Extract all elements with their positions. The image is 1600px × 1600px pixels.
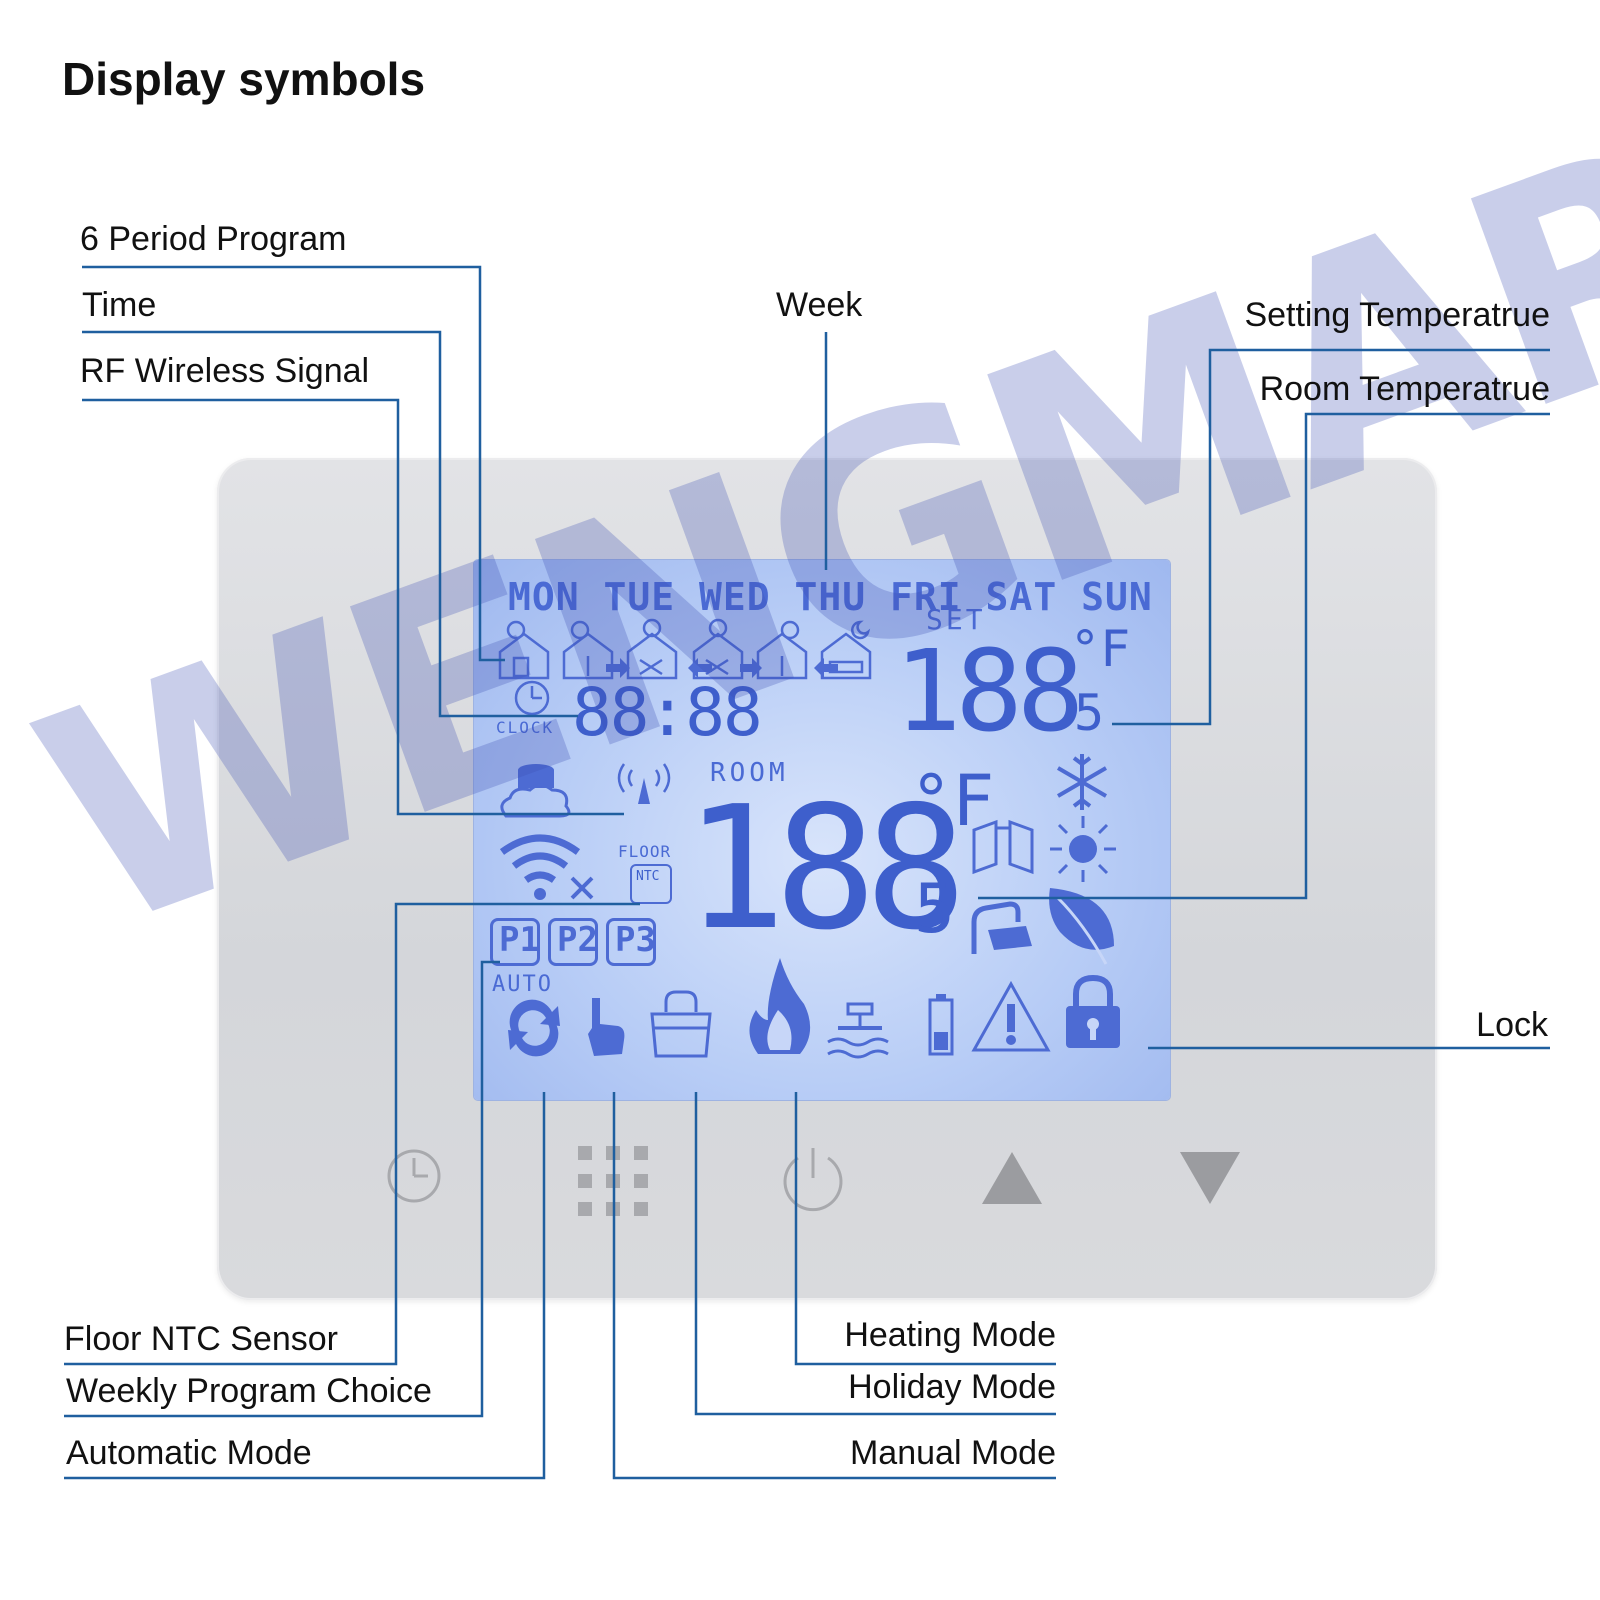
sun-icon (1050, 816, 1116, 882)
sun-house-icon-3 (626, 618, 678, 680)
leader-floor-ntc (64, 902, 640, 1366)
clock-value: 88:88 (572, 674, 763, 751)
set-label: SET (926, 603, 986, 636)
room-temperature-value: 188 (684, 770, 967, 968)
label-week: Week (776, 286, 863, 324)
sun-house-icon-1 (498, 620, 550, 680)
leader-six-period (82, 265, 505, 662)
leader-time (82, 330, 578, 718)
program-p3-label: P3 (615, 920, 656, 960)
leader-heating (794, 1092, 1056, 1366)
window-open-icon (972, 819, 1034, 875)
set-temperature-value: 188 (894, 627, 1084, 757)
door-card-icon (971, 901, 1032, 954)
clock-button-icon[interactable] (384, 1146, 444, 1206)
clock-icon (514, 680, 550, 716)
down-arrow-button-icon[interactable] (1178, 1150, 1242, 1206)
label-heating-mode: Heating Mode (844, 1316, 1056, 1354)
lcd-screen: MON TUE WED THU FRI SAT SUN SET 188 5 °F… (474, 560, 1170, 1100)
week-days: MON TUE WED THU FRI SAT SUN (508, 575, 1153, 619)
label-holiday-mode: Holiday Mode (848, 1368, 1056, 1406)
wifi-icon (499, 834, 594, 900)
room-label: ROOM (710, 758, 789, 788)
cloud-server-icon (500, 764, 571, 818)
page-title: Display symbols (62, 53, 426, 105)
six-period-icons (498, 618, 872, 680)
warning-icon (971, 980, 1051, 1052)
rf-antenna-icon (617, 763, 671, 804)
label-manual-mode: Manual Mode (849, 1434, 1056, 1472)
program-p1-icon: P1 (490, 918, 540, 966)
holiday-bag-icon (650, 990, 712, 1058)
leaf-eco-icon (1049, 888, 1114, 965)
label-room-temp: Room Temperatrue (1259, 370, 1550, 408)
label-time: Time (82, 286, 157, 324)
program-p3-icon: P3 (606, 918, 656, 966)
auto-refresh-icon (508, 999, 560, 1057)
heating-flame-icon (749, 958, 811, 1054)
up-arrow-button-icon[interactable] (980, 1150, 1044, 1206)
clock-label: CLOCK (496, 718, 555, 737)
lock-icon (1066, 974, 1120, 1048)
floor-label: FLOOR (618, 842, 672, 861)
label-lock: Lock (1476, 1006, 1548, 1044)
battery-icon (928, 994, 954, 1056)
floor-heating-icon (827, 1002, 889, 1059)
ntc-label: NTC (636, 869, 660, 884)
sun-house-icon-5 (756, 620, 808, 680)
leader-automatic (64, 1092, 546, 1480)
program-p2-icon: P2 (548, 918, 598, 966)
label-weekly-program: Weekly Program Choice (66, 1372, 432, 1410)
program-p1-label: P1 (499, 920, 540, 960)
room-unit: °F (910, 760, 995, 842)
leader-weekly-program (64, 960, 500, 1418)
label-setting-temp: Setting Temperatrue (1244, 296, 1550, 334)
leader-setting-temp (1112, 348, 1550, 726)
auto-label: AUTO (492, 972, 553, 997)
ntc-sensor-icon: NTC (630, 864, 672, 904)
label-floor-ntc: Floor NTC Sensor (64, 1320, 338, 1358)
set-unit: °F (1070, 620, 1131, 678)
leader-rf (82, 398, 624, 816)
snowflake-icon (1056, 754, 1108, 810)
power-button-icon[interactable] (778, 1142, 848, 1212)
label-automatic-mode: Automatic Mode (66, 1434, 312, 1472)
program-p2-label: P2 (557, 920, 598, 960)
program-choice-group: P1 P2 P3 (490, 918, 656, 966)
room-temperature-decimal: 5 (914, 870, 955, 949)
label-six-period: 6 Period Program (80, 220, 347, 258)
leader-holiday (694, 1092, 1056, 1416)
set-temperature-decimal: 5 (1074, 684, 1105, 742)
label-rf: RF Wireless Signal (80, 352, 370, 390)
manual-hand-icon (588, 998, 625, 1056)
leader-manual (612, 1092, 1056, 1480)
leader-room-temp (978, 412, 1550, 900)
